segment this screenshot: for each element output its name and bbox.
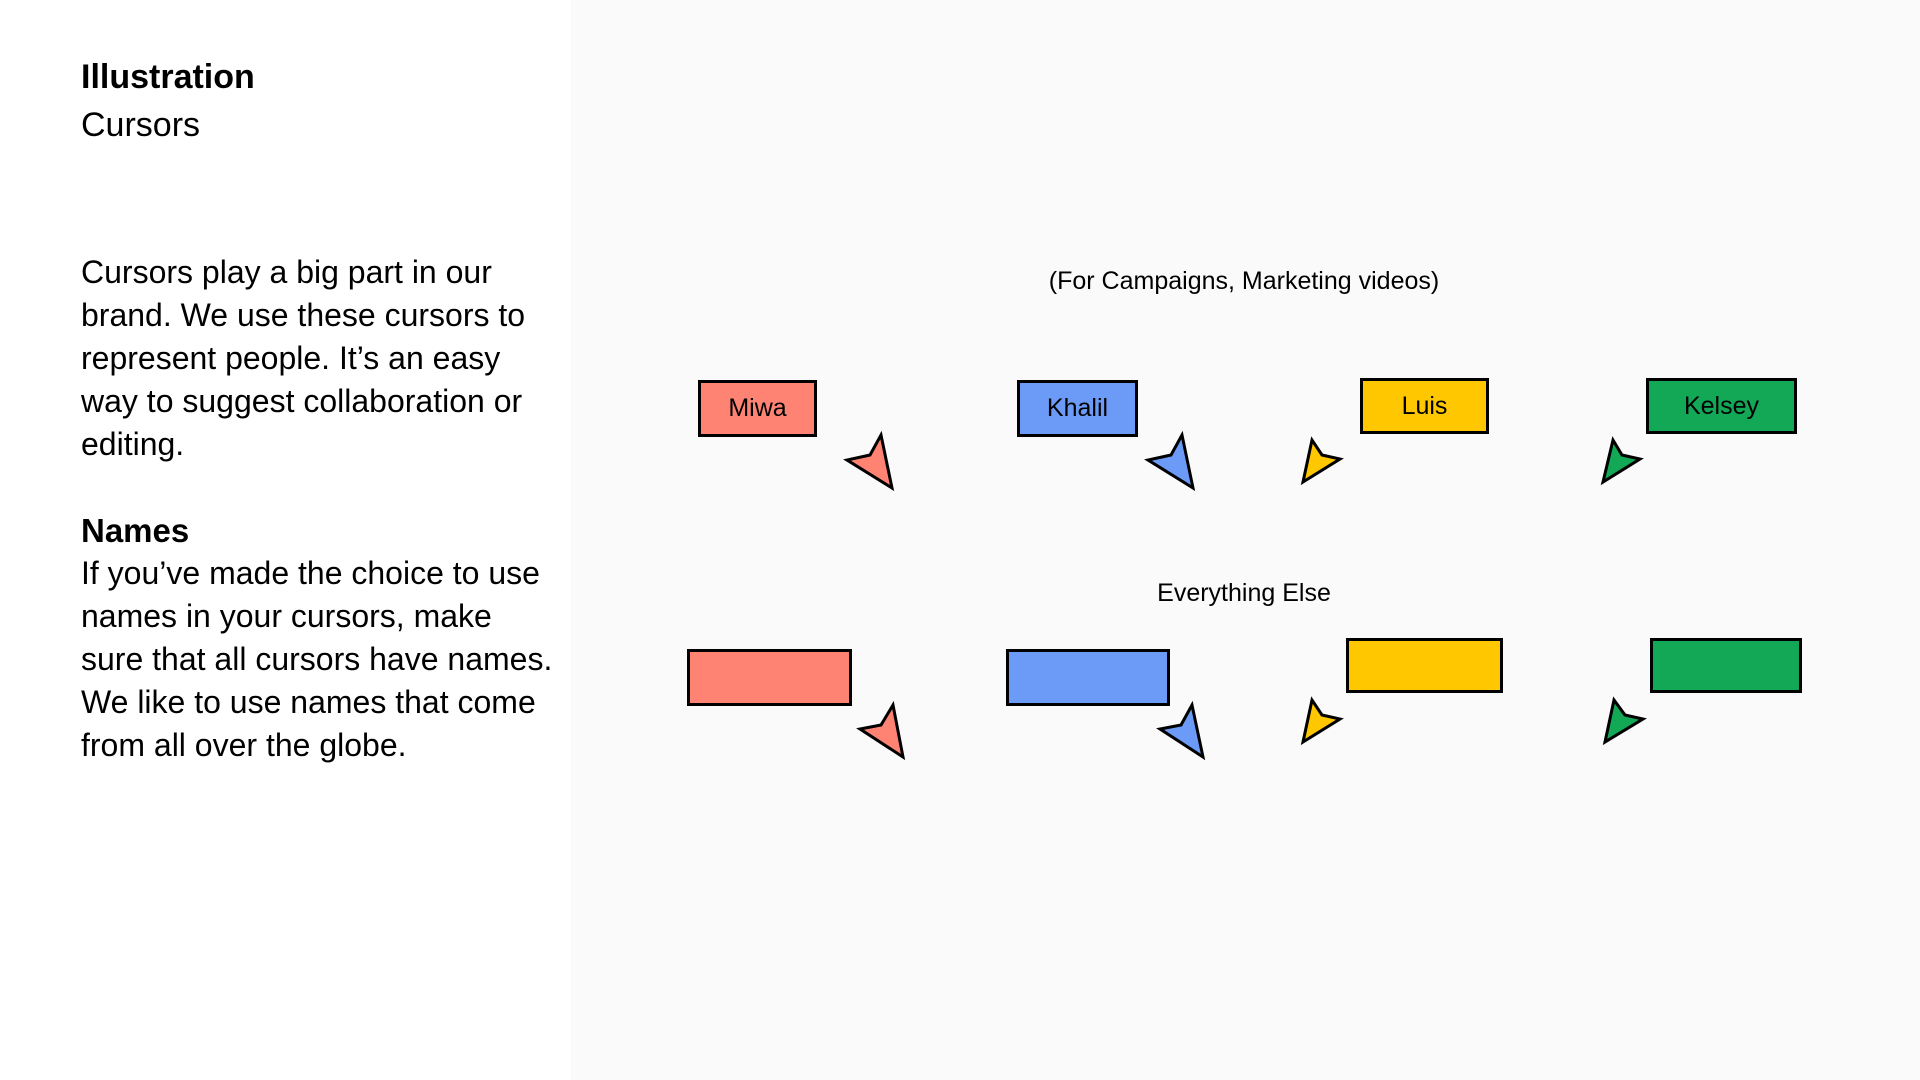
campaigns-label: (For Campaigns, Marketing videos) <box>1048 267 1440 295</box>
name-tag-kelsey: Kelsey <box>1646 378 1797 434</box>
blank-tag-green <box>1650 638 1802 693</box>
blank-tag-red <box>687 649 852 706</box>
intro-paragraph: Cursors play a big part in our brand. We… <box>81 254 526 462</box>
name-tag-khalil: Khalil <box>1017 380 1138 437</box>
everything-else-label: Everything Else <box>1157 579 1331 607</box>
section-title: Illustration <box>81 58 255 96</box>
blank-tag-blue <box>1006 649 1170 706</box>
name-tag-miwa: Miwa <box>698 380 817 437</box>
names-paragraph: If you’ve made the choice to use names i… <box>81 555 553 763</box>
names-heading: Names <box>81 512 190 549</box>
name-tag-luis: Luis <box>1360 378 1489 434</box>
text-panel: Illustration Cursors Cursors play a big … <box>0 0 571 1080</box>
blank-tag-yellow <box>1346 638 1503 693</box>
section-subtitle: Cursors <box>81 106 201 144</box>
illustration-panel <box>571 0 1920 1080</box>
